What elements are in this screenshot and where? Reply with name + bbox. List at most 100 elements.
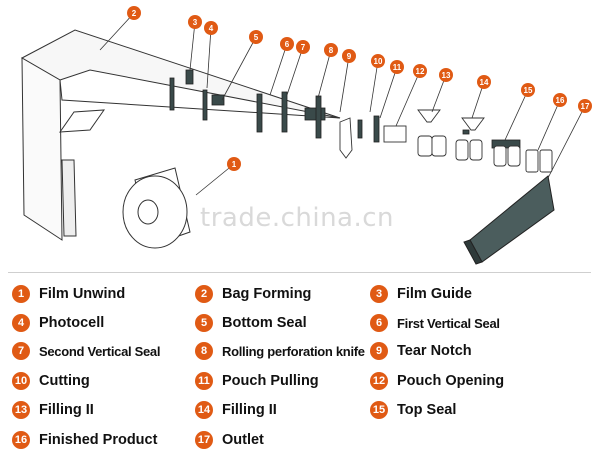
svg-text:2: 2 — [132, 9, 137, 18]
callout-12: 12 — [413, 64, 427, 78]
svg-text:4: 4 — [209, 24, 214, 33]
legend-number-badge: 2 — [195, 285, 213, 303]
legend-number-badge: 10 — [12, 372, 30, 390]
legend-number-badge: 11 — [195, 372, 213, 390]
callout-17: 17 — [578, 99, 592, 113]
callout-3: 3 — [188, 15, 202, 29]
legend-item-4: 4 Photocell — [12, 314, 104, 332]
legend-number-badge: 13 — [12, 401, 30, 419]
callout-13: 13 — [439, 68, 453, 82]
seal-stations — [169, 69, 521, 149]
svg-text:7: 7 — [301, 43, 306, 52]
legend-item-9: 9 Tear Notch — [370, 342, 472, 360]
svg-text:13: 13 — [442, 71, 451, 80]
callout-leader-10 — [369, 60, 379, 113]
callout-leader-11 — [379, 66, 398, 119]
legend-item-1: 1 Film Unwind — [12, 285, 125, 303]
callout-16: 16 — [553, 93, 567, 107]
svg-text:10: 10 — [374, 57, 383, 66]
legend-item-2: 2 Bag Forming — [195, 285, 311, 303]
divider — [8, 272, 591, 273]
legend-number-badge: 1 — [12, 285, 30, 303]
legend-label: Pouch Pulling — [222, 373, 319, 389]
svg-text:12: 12 — [416, 67, 425, 76]
callout-leader-17 — [547, 105, 586, 179]
legend-item-7: 7 Second Vertical Seal — [12, 342, 160, 360]
svg-text:9: 9 — [347, 52, 352, 61]
legend-label: Film Unwind — [39, 286, 126, 302]
legend-number-badge: 15 — [370, 401, 388, 419]
legend-number-badge: 5 — [195, 314, 213, 332]
callout-leader-4 — [206, 27, 212, 89]
legend-label: Bottom Seal — [222, 315, 307, 331]
film-roll — [122, 167, 191, 249]
legend-number-badge: 7 — [12, 342, 30, 360]
callout-leader-6 — [269, 43, 288, 96]
callout-leader-1 — [195, 163, 235, 196]
callout-leader-9 — [339, 55, 350, 113]
callout-8: 8 — [324, 43, 338, 57]
svg-text:14: 14 — [480, 78, 489, 87]
callout-leader-12 — [395, 70, 421, 127]
legend-number-badge: 16 — [12, 431, 30, 449]
callout-leaders — [99, 12, 586, 196]
legend-item-8: 8 Rolling perforation knife — [195, 342, 365, 360]
legend-number-badge: 12 — [370, 372, 388, 390]
svg-text:16: 16 — [556, 96, 565, 105]
callout-2: 2 — [127, 6, 141, 20]
svg-text:3: 3 — [193, 18, 198, 27]
callout-9: 9 — [342, 49, 356, 63]
legend-item-5: 5 Bottom Seal — [195, 314, 307, 332]
callout-6: 6 — [280, 37, 294, 51]
svg-text:15: 15 — [524, 86, 533, 95]
legend-item-10: 10 Cutting — [12, 372, 90, 390]
legend-number-badge: 6 — [370, 314, 388, 332]
legend-label: Top Seal — [397, 402, 457, 418]
svg-text:17: 17 — [581, 102, 590, 111]
legend-label: Cutting — [39, 373, 90, 389]
legend-number-badge: 17 — [195, 431, 213, 449]
legend-label: Second Vertical Seal — [39, 343, 161, 359]
callout-1: 1 — [227, 157, 241, 171]
callout-14: 14 — [477, 75, 491, 89]
legend-item-15: 15 Top Seal — [370, 401, 456, 419]
legend-label: Bag Forming — [222, 286, 312, 302]
svg-text:1: 1 — [232, 160, 237, 169]
legend-item-13: 13 Filling II — [12, 401, 94, 419]
callout-4: 4 — [204, 21, 218, 35]
legend-label: Tear Notch — [397, 343, 472, 359]
legend-label: Outlet — [222, 432, 264, 448]
callout-leader-5 — [221, 36, 257, 101]
callout-leader-15 — [504, 89, 529, 141]
callout-5: 5 — [249, 30, 263, 44]
legend-label: Finished Product — [39, 432, 158, 448]
callout-leader-3 — [189, 21, 196, 71]
callout-15: 15 — [521, 83, 535, 97]
callout-10: 10 — [371, 54, 385, 68]
legend-label: Photocell — [39, 315, 105, 331]
pouches — [339, 117, 553, 173]
legend-label: First Vertical Seal — [397, 315, 500, 331]
svg-text:8: 8 — [329, 46, 334, 55]
legend-number-badge: 8 — [195, 342, 213, 360]
legend-label: Filling II — [39, 402, 94, 418]
legend-number-badge: 4 — [12, 314, 30, 332]
svg-text:5: 5 — [254, 33, 259, 42]
legend-number-badge: 9 — [370, 342, 388, 360]
filling-funnels — [417, 109, 485, 131]
legend-item-11: 11 Pouch Pulling — [195, 372, 319, 390]
svg-text:6: 6 — [285, 40, 290, 49]
legend-item-6: 6 First Vertical Seal — [370, 314, 500, 332]
callout-7: 7 — [296, 40, 310, 54]
legend-label: Rolling perforation knife — [222, 343, 365, 359]
legend-number-badge: 3 — [370, 285, 388, 303]
legend-item-16: 16 Finished Product — [12, 431, 157, 449]
callout-leader-16 — [537, 99, 561, 151]
outlet-chute — [463, 175, 555, 265]
legend-label: Filling II — [222, 402, 277, 418]
